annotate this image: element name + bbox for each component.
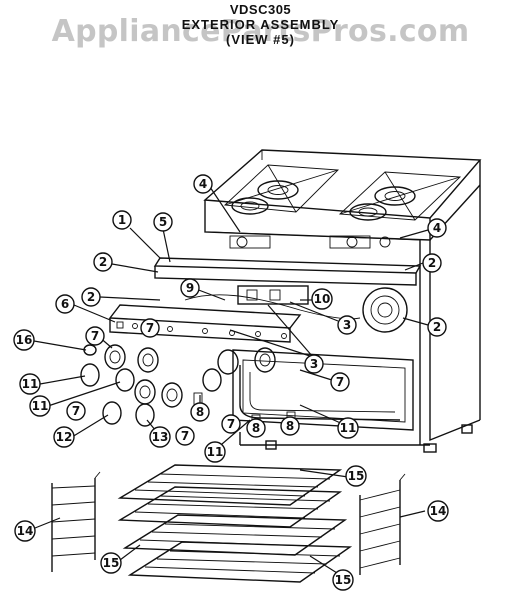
callout-7c: 7	[66, 401, 86, 421]
callout-7e: 7	[221, 414, 241, 434]
callout-15a-label: 15	[348, 469, 365, 483]
rack-support-left	[51, 471, 101, 572]
callout-7c-label: 7	[72, 404, 80, 418]
callout-7b-label: 7	[146, 321, 154, 335]
callout-6-label: 6	[61, 297, 69, 311]
callout-7a: 7	[85, 326, 105, 346]
callout-8c-label: 8	[286, 419, 294, 433]
callout-11a-label: 11	[22, 377, 39, 391]
callout-14b: 14	[427, 500, 449, 522]
control-panel	[108, 304, 302, 343]
callout-2c: 2	[422, 253, 442, 273]
callout-8a-label: 8	[196, 405, 204, 419]
callout-2d-label: 2	[433, 320, 441, 334]
oven-racks	[117, 464, 353, 583]
callout-7d-label: 7	[181, 429, 189, 443]
callout-7a-label: 7	[91, 329, 99, 343]
callout-7f-label: 7	[336, 375, 344, 389]
callout-7e-label: 7	[227, 417, 235, 431]
callout-13: 13	[149, 426, 171, 448]
callout-8b: 8	[246, 418, 266, 438]
callout-2c-label: 2	[428, 256, 436, 270]
callout-2a-label: 2	[99, 255, 107, 269]
callout-4b: 4	[427, 218, 447, 238]
callout-10-label: 10	[314, 292, 331, 306]
callout-7b: 7	[140, 318, 160, 338]
callout-14b-label: 14	[430, 504, 447, 518]
callout-2b: 2	[81, 287, 101, 307]
convection-fan	[362, 287, 408, 333]
callout-3b-label: 3	[310, 357, 318, 371]
model-number: VDSC305	[229, 2, 292, 17]
callout-7d: 7	[175, 426, 195, 446]
callout-7f: 7	[330, 372, 350, 392]
callout-11d-label: 11	[340, 421, 357, 435]
burner-manifold	[209, 231, 421, 249]
leader-lines	[33, 186, 429, 579]
callout-3b: 3	[304, 354, 324, 374]
callout-11c-label: 11	[207, 445, 224, 459]
callout-11a: 11	[19, 373, 41, 395]
callout-8a: 8	[190, 402, 210, 422]
callout-11b: 11	[29, 395, 51, 417]
callout-15c-label: 15	[335, 573, 352, 587]
rack-support-right	[359, 473, 406, 575]
callout-2a: 2	[93, 252, 113, 272]
callout-16-label: 16	[16, 333, 33, 347]
callout-12-label: 12	[56, 430, 73, 444]
callout-8b-label: 8	[252, 421, 260, 435]
callout-9-label: 9	[186, 281, 194, 295]
callout-12: 12	[53, 426, 75, 448]
callout-4a: 4	[193, 174, 213, 194]
callout-2d: 2	[427, 317, 447, 337]
callout-16: 16	[13, 329, 35, 351]
callout-4a-label: 4	[199, 177, 207, 191]
callout-11d: 11	[337, 417, 359, 439]
callout-15b-label: 15	[103, 556, 120, 570]
callout-11b-label: 11	[32, 399, 49, 413]
callout-3a: 3	[337, 315, 357, 335]
callout-3a-label: 3	[343, 318, 351, 332]
callout-1: 1	[112, 210, 132, 230]
callout-14a-label: 14	[17, 524, 34, 538]
callout-15c: 15	[332, 569, 354, 591]
callout-15a: 15	[345, 465, 367, 487]
callout-2b-label: 2	[87, 290, 95, 304]
callout-13-label: 13	[152, 430, 169, 444]
callout-1-label: 1	[118, 213, 126, 227]
callout-10: 10	[311, 288, 333, 310]
callout-8c: 8	[280, 416, 300, 436]
callout-14a: 14	[14, 520, 36, 542]
callout-9: 9	[180, 278, 200, 298]
assembly-title: EXTERIOR ASSEMBLY	[181, 17, 340, 32]
callout-5-label: 5	[159, 215, 167, 229]
burner-grates	[223, 164, 462, 221]
callout-11c: 11	[204, 441, 226, 463]
callout-5: 5	[153, 212, 173, 232]
range-body	[203, 149, 482, 453]
callout-15b: 15	[100, 552, 122, 574]
callout-4b-label: 4	[433, 221, 441, 235]
callout-6: 6	[55, 294, 75, 314]
control-knobs	[80, 344, 276, 427]
view-label: (VIEW #5)	[226, 32, 295, 47]
watermark: AppliancePartsPros.com	[51, 14, 470, 49]
